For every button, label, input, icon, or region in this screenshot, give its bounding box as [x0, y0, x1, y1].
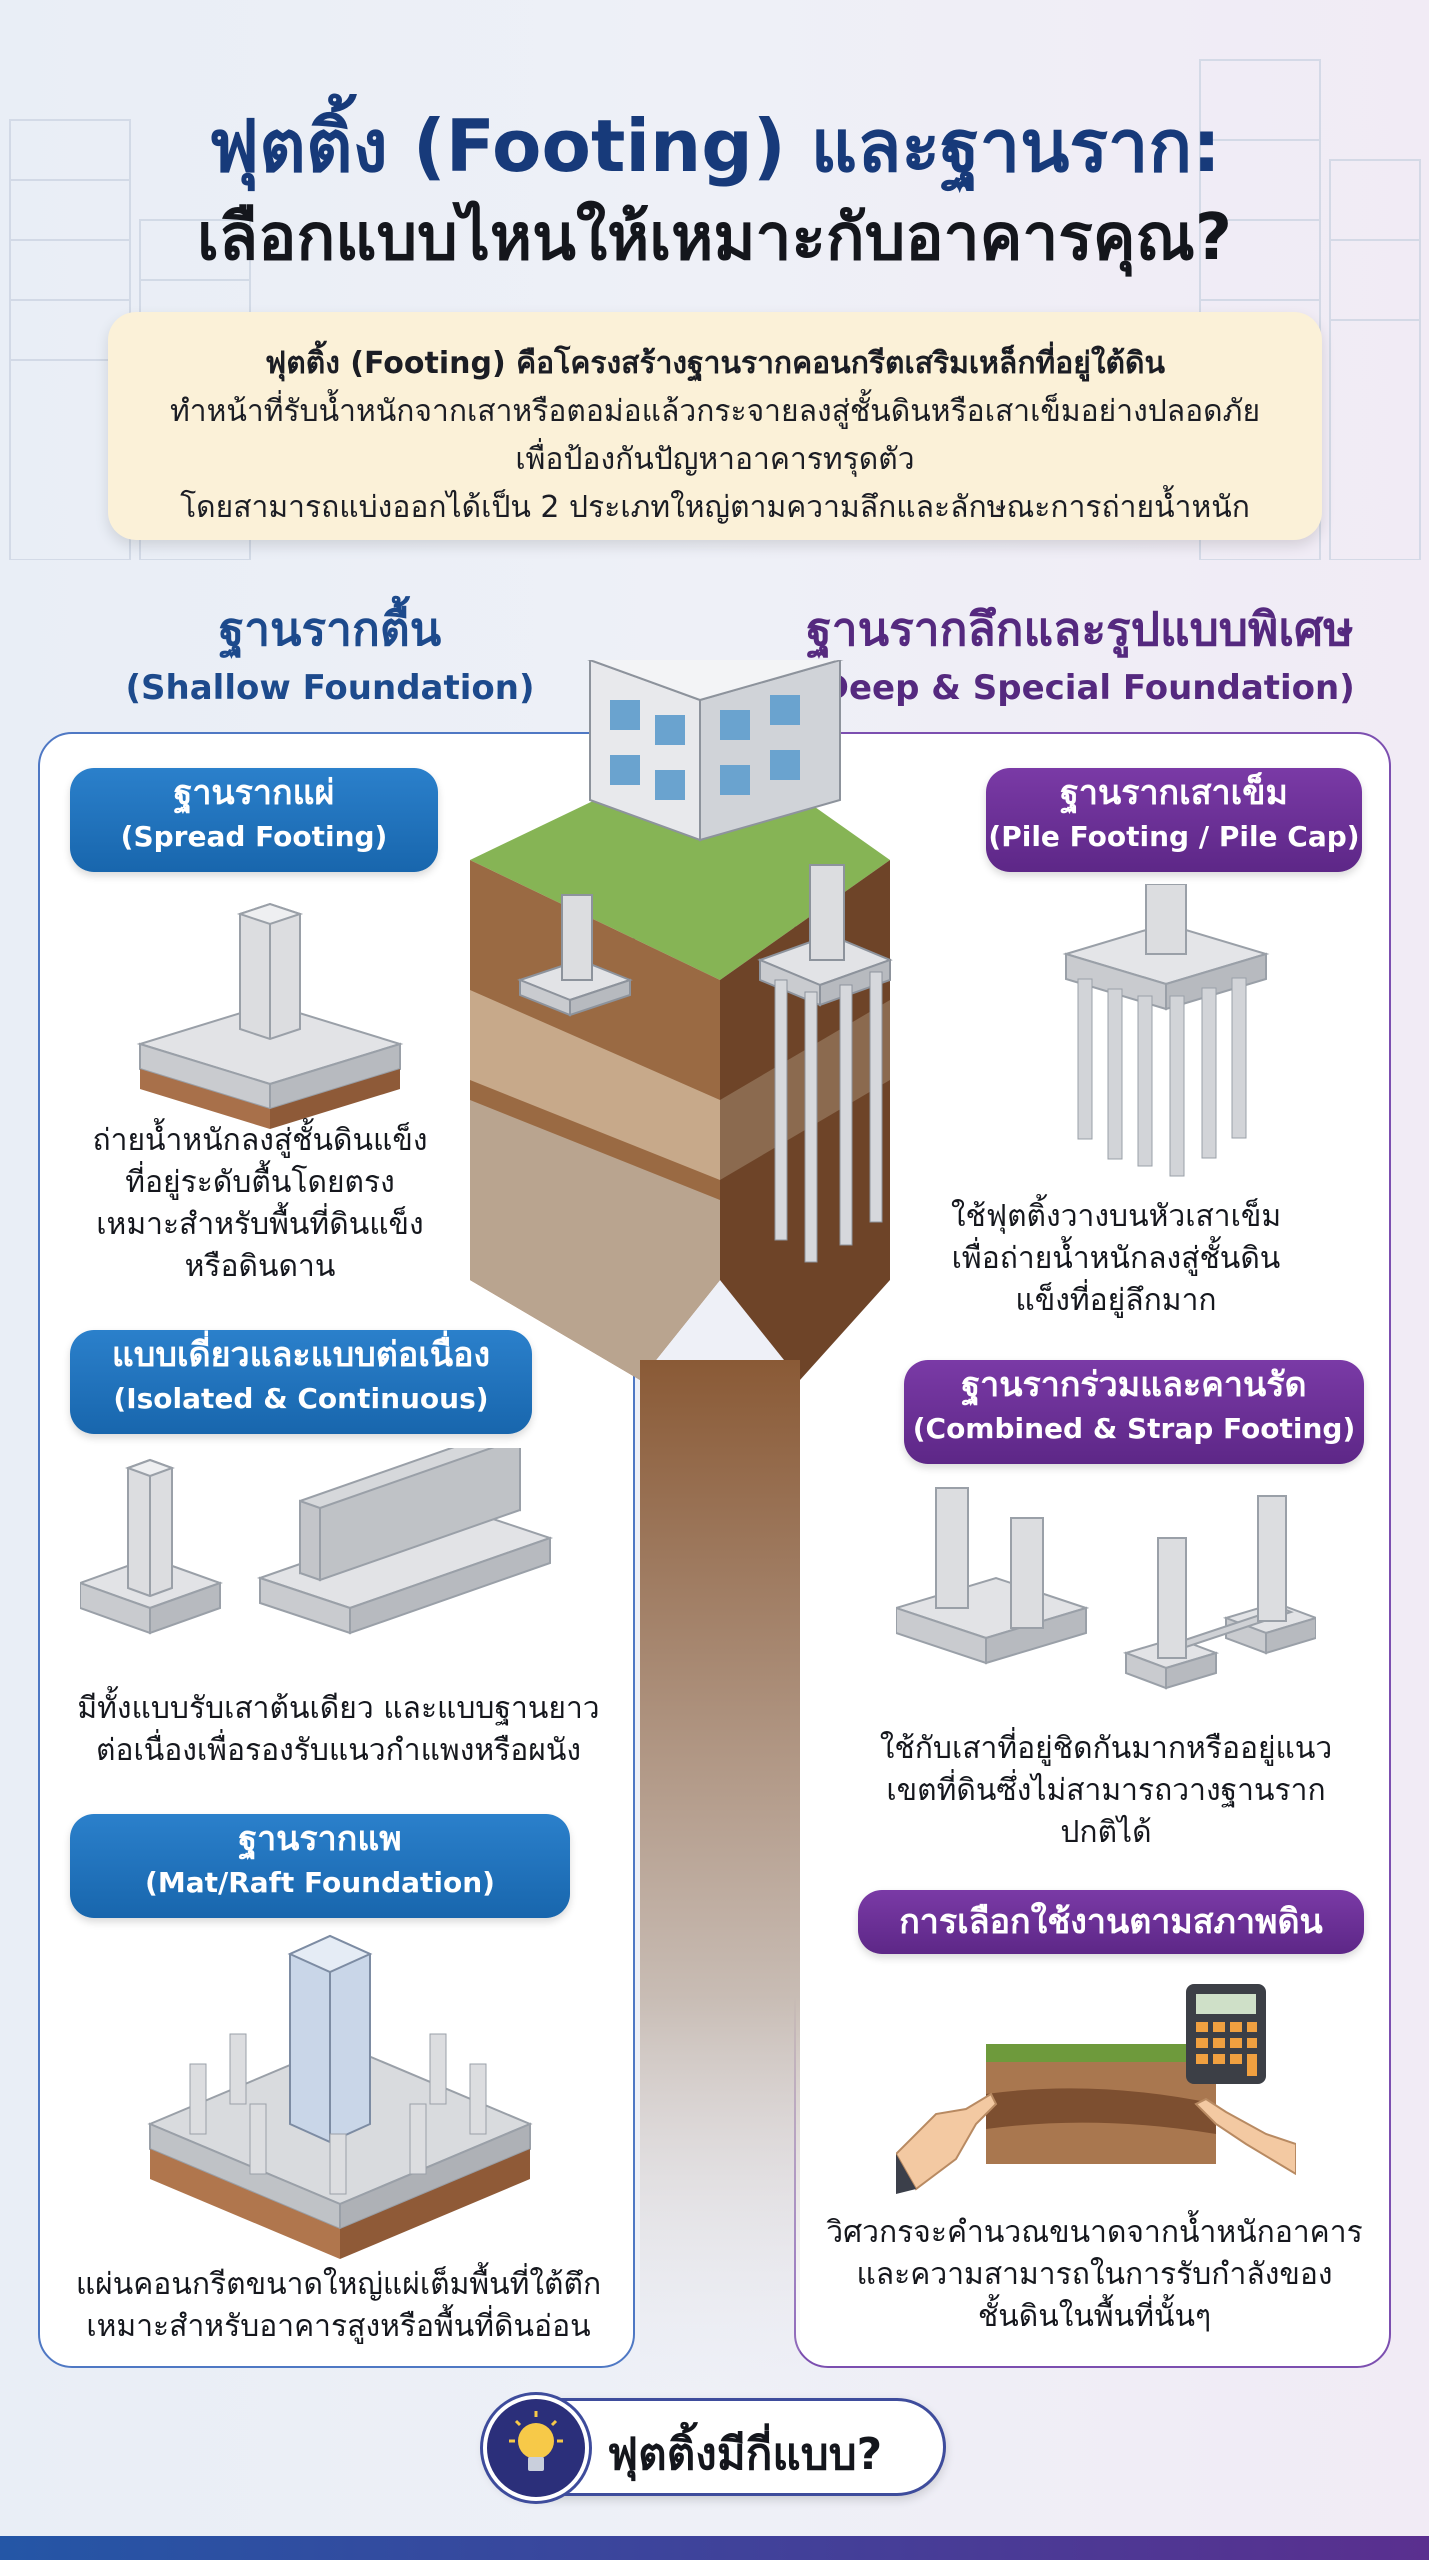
- pile-footing-label: ฐานรากเสาเข็ม (Pile Footing / Pile Cap): [986, 768, 1362, 872]
- selection-description: วิศวกรจะคำนวณขนาดจากน้ำหนักอาคาร และความ…: [796, 2212, 1393, 2338]
- shallow-heading-en: (Shallow Foundation): [125, 668, 535, 708]
- soil-selection-illustration: [896, 1984, 1296, 2194]
- isolated-continuous-illustration: [80, 1448, 554, 1635]
- isolated-title-th: แบบเดี่ยวและแบบต่อเนื่อง: [111, 1335, 491, 1375]
- shallow-heading-th: ฐานรากตื้น: [218, 602, 442, 656]
- selection-title-th: การเลือกใช้งานตามสภาพดิน: [899, 1902, 1323, 1942]
- bottom-bar: [0, 2536, 1429, 2560]
- deep-heading-th: ฐานรากลึกและรูปแบบพิเศษ: [806, 602, 1354, 656]
- pile-title-th: ฐานรากเสาเข็ม: [1060, 773, 1288, 813]
- spread-title-en: (Spread Footing): [120, 820, 388, 853]
- intro-box: ฟุตติ้ง (Footing) คือโครงสร้างฐานรากคอนก…: [108, 312, 1322, 540]
- isolated-description: มีทั้งแบบรับเสาต้นเดียว และแบบฐานยาว ต่อ…: [40, 1688, 637, 1772]
- intro-line: เพื่อป้องกันปัญหาอาคารทรุดตัว: [515, 442, 915, 477]
- mat-title-th: ฐานรากแพ: [238, 1819, 402, 1859]
- desc-line: เหมาะสำหรับพื้นที่ดินแข็ง: [96, 1207, 424, 1242]
- spread-footing-label: ฐานรากแผ่ (Spread Footing): [70, 768, 438, 872]
- combined-description: ใช้กับเสาที่อยู่ชิดกันมากหรืออยู่แนว เขต…: [856, 1728, 1356, 1854]
- spread-description: ถ่ายน้ำหนักลงสู่ชั้นดินแข็ง ที่อยู่ระดับ…: [40, 1120, 480, 1288]
- desc-line: ต่อเนื่องเพื่อรองรับแนวกำแพงหรือผนัง: [95, 1733, 581, 1768]
- intro-line: โดยสามารถแบ่งออกได้เป็น 2 ประเภทใหญ่ตามค…: [180, 490, 1250, 525]
- lightbulb-icon: [483, 2395, 589, 2501]
- badge-text: ฟุตติ้งมีกี่แบบ?: [607, 2429, 883, 2480]
- page-title: ฟุตติ้ง (Footing) และฐานราก:: [208, 104, 1221, 188]
- combined-strap-illustration: [896, 1487, 1316, 1690]
- deep-panel: ฐานรากเสาเข็ม (Pile Footing / Pile Cap) …: [794, 732, 1391, 2368]
- pile-title-en: (Pile Footing / Pile Cap): [988, 820, 1360, 853]
- pile-description: ใช้ฟุตติ้งวางบนหัวเสาเข็ม เพื่อถ่ายน้ำหน…: [896, 1196, 1336, 1322]
- intro-line: ฟุตติ้ง (Footing) คือโครงสร้างฐานรากคอนก…: [265, 346, 1165, 381]
- combined-title-en: (Combined & Strap Footing): [912, 1412, 1356, 1445]
- desc-line: แผ่นคอนกรีตขนาดใหญ่แผ่เต็มพื้นที่ใต้ตึก: [75, 2267, 602, 2302]
- desc-line: ใช้กับเสาที่อยู่ชิดกันมากหรืออยู่แนว: [879, 1731, 1333, 1766]
- soil-cross-section-illustration: [470, 660, 893, 2420]
- desc-line: หรือดินดาน: [184, 1249, 336, 1284]
- soil-selection-label: การเลือกใช้งานตามสภาพดิน: [858, 1890, 1364, 1954]
- spread-title-th: ฐานรากแผ่: [173, 773, 335, 813]
- desc-line: ใช้ฟุตติ้งวางบนหัวเสาเข็ม: [950, 1199, 1282, 1234]
- desc-line: เขตที่ดินซึ่งไม่สามารถวางฐานราก: [886, 1773, 1326, 1808]
- isolated-continuous-label: แบบเดี่ยวและแบบต่อเนื่อง (Isolated & Con…: [70, 1330, 532, 1434]
- mat-foundation-label: ฐานรากแพ (Mat/Raft Foundation): [70, 1814, 570, 1918]
- mat-foundation-illustration: [147, 1934, 533, 2259]
- pile-footing-illustration: [1062, 884, 1270, 1177]
- desc-line: เหมาะสำหรับอาคารสูงหรือพื้นที่ดินอ่อน: [86, 2309, 591, 2344]
- desc-line: ปกติได้: [1060, 1815, 1152, 1850]
- intro-line: ทำหน้าที่รับน้ำหนักจากเสาหรือตอม่อแล้วกร…: [169, 394, 1261, 429]
- desc-line: มีทั้งแบบรับเสาต้นเดียว และแบบฐานยาว: [77, 1691, 600, 1726]
- deep-heading: ฐานรากลึกและรูปแบบพิเศษ (Deep & Special …: [750, 594, 1410, 712]
- bottom-badge: ฟุตติ้งมีกี่แบบ?: [483, 2395, 946, 2501]
- mat-description: แผ่นคอนกรีตขนาดใหญ่แผ่เต็มพื้นที่ใต้ตึก …: [40, 2264, 637, 2348]
- desc-line: ชั้นดินในพื้นที่นั้นๆ: [977, 2299, 1212, 2334]
- desc-line: แข็งที่อยู่ลึกมาก: [1015, 1283, 1217, 1318]
- hand-icon: [896, 2092, 1296, 2194]
- combined-title-th: ฐานรากร่วมและคานรัด: [961, 1365, 1307, 1405]
- desc-line: ถ่ายน้ำหนักลงสู่ชั้นดินแข็ง: [92, 1123, 428, 1158]
- combined-strap-label: ฐานรากร่วมและคานรัด (Combined & Strap Fo…: [904, 1360, 1364, 1464]
- isolated-title-en: (Isolated & Continuous): [113, 1382, 489, 1415]
- shallow-heading: ฐานรากตื้น (Shallow Foundation): [60, 594, 600, 712]
- desc-line: วิศวกรจะคำนวณขนาดจากน้ำหนักอาคาร: [826, 2215, 1363, 2250]
- deep-heading-en: (Deep & Special Foundation): [805, 668, 1355, 708]
- mat-title-en: (Mat/Raft Foundation): [145, 1866, 495, 1899]
- desc-line: เพื่อถ่ายน้ำหนักลงสู่ชั้นดิน: [951, 1241, 1281, 1276]
- desc-line: และความสามารถในการรับกำลังของ: [856, 2257, 1333, 2292]
- desc-line: ที่อยู่ระดับตื้นโดยตรง: [125, 1165, 395, 1200]
- calculator-icon: [1186, 1984, 1266, 2084]
- page-subtitle: เลือกแบบไหนให้เหมาะกับอาคารคุณ?: [196, 201, 1233, 275]
- spread-footing-illustration: [136, 902, 404, 1129]
